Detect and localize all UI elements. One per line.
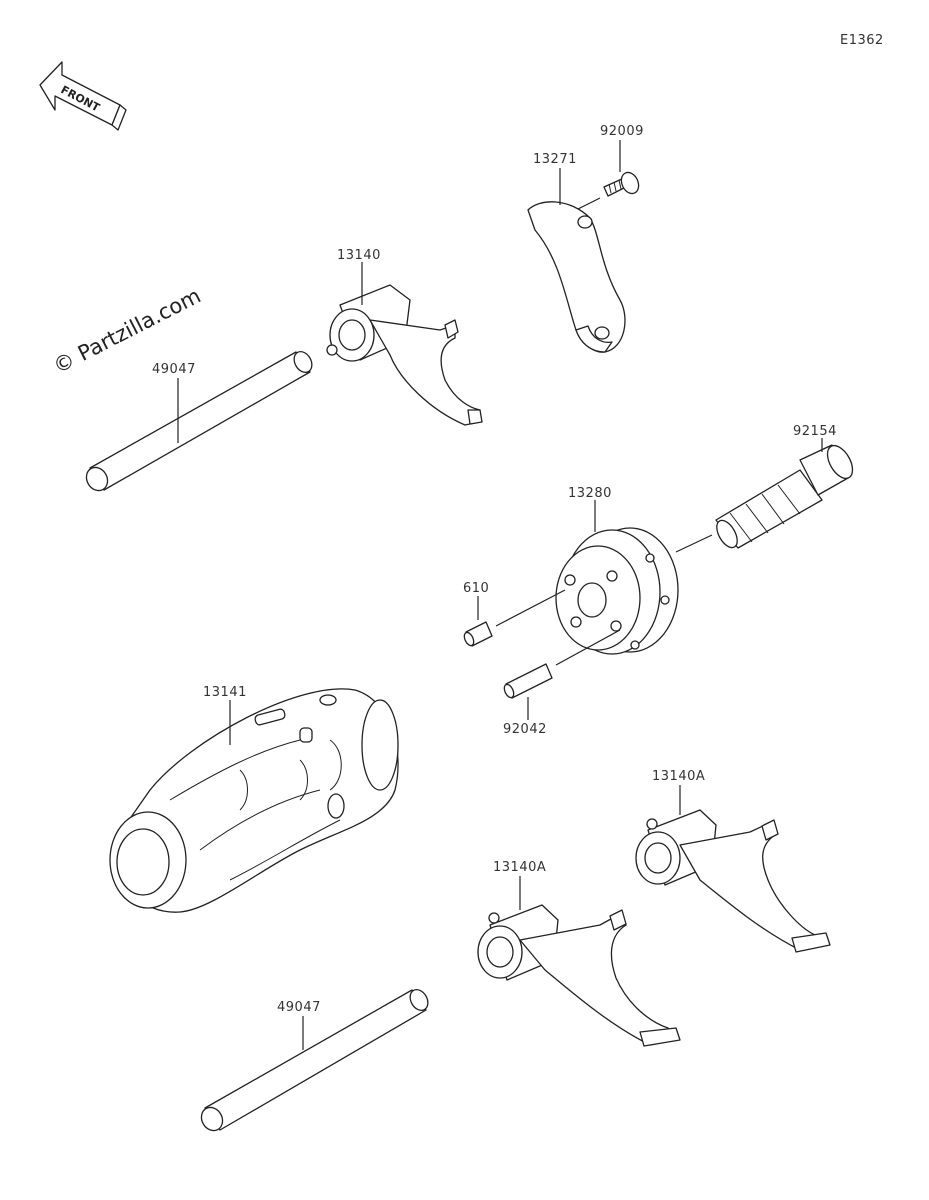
part-13140A-fork-left[interactable] [477,904,681,1047]
part-610-pin[interactable] [462,621,493,647]
part-13140A-fork-right[interactable] [635,809,831,953]
part-92009-bolt[interactable] [603,170,642,197]
leader-92154-b [675,534,713,553]
leader-610-b [495,589,566,627]
part-92042-pin[interactable] [502,663,553,699]
label-13140[interactable]: 13140 [337,248,381,263]
label-92042[interactable]: 92042 [503,722,547,737]
label-92009[interactable]: 92009 [600,124,644,139]
part-13140-shift-fork[interactable] [326,284,483,426]
part-49047-shaft-bottom[interactable] [197,986,431,1134]
label-13141[interactable]: 13141 [203,685,247,700]
part-13141-shift-drum[interactable] [109,688,399,913]
label-610[interactable]: 610 [463,581,489,596]
part-13271-plate[interactable] [527,201,626,353]
leader-92042-b [555,629,621,666]
label-92154[interactable]: 92154 [793,424,837,439]
label-13140A-right[interactable]: 13140A [652,769,705,784]
front-arrow-icon: FRONT [39,61,127,131]
part-49047-shaft-top[interactable] [82,348,315,494]
part-92154-bolt[interactable] [713,441,858,551]
label-49047-bottom[interactable]: 49047 [277,1000,321,1015]
label-13271[interactable]: 13271 [533,152,577,167]
label-49047-top[interactable]: 49047 [152,362,196,377]
diagram-code: E1362 [840,33,884,48]
label-13280[interactable]: 13280 [568,486,612,501]
label-13140A-left[interactable]: 13140A [493,860,546,875]
part-13280-drum-cam[interactable] [555,527,679,655]
